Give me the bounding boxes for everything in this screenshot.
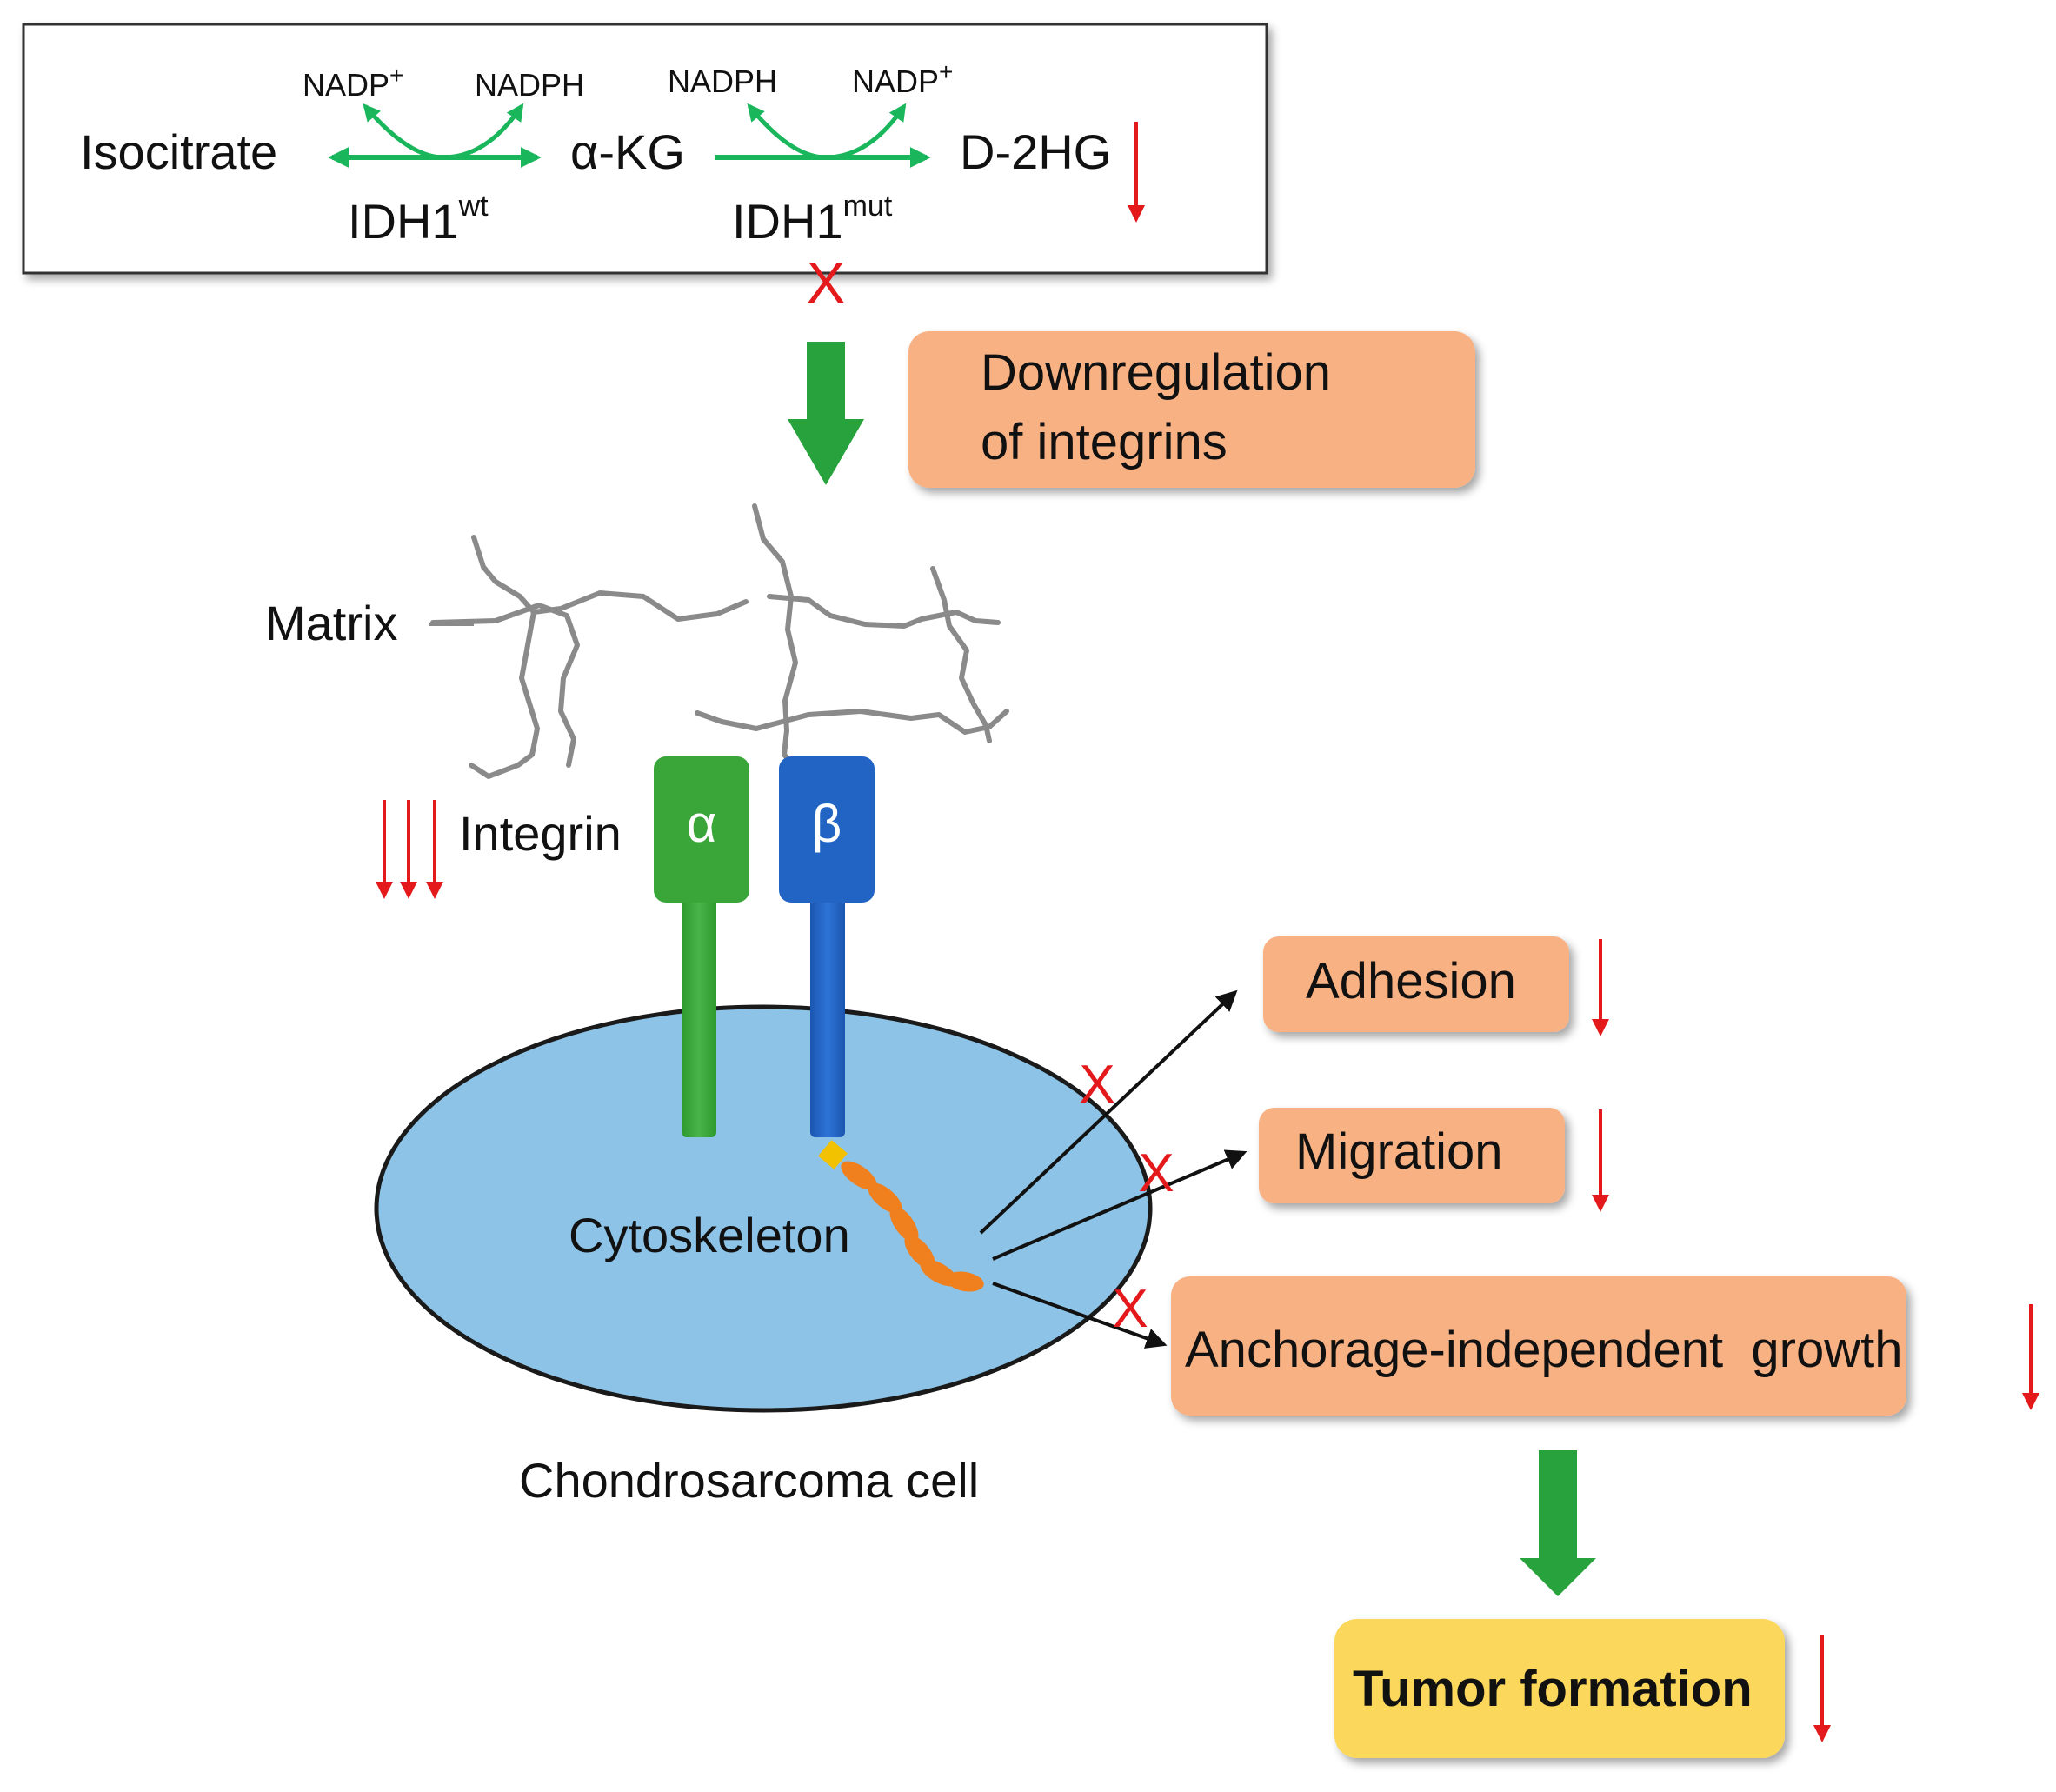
tumor-formation-label: Tumor formation bbox=[1353, 1661, 1753, 1717]
integrin-alpha-head bbox=[654, 756, 749, 903]
idh1-mut-label: IDH1mut bbox=[732, 190, 893, 249]
nadph-left: NADPH bbox=[475, 67, 584, 103]
adhesion-label: Adhesion bbox=[1306, 953, 1516, 1009]
alpha-kg-label: α-KG bbox=[570, 124, 685, 179]
chondrosarcoma-cell-label: Chondrosarcoma cell bbox=[519, 1453, 979, 1508]
idh1-wt-label: IDH1wt bbox=[348, 190, 489, 249]
tumor-formation-box bbox=[1334, 1619, 1785, 1758]
integrin-label: Integrin bbox=[459, 806, 622, 861]
cofactor-curve-right bbox=[747, 103, 907, 160]
matrix-label: Matrix bbox=[265, 596, 397, 650]
integrin-alpha-stalk bbox=[682, 896, 716, 1137]
block-mark-adhesion: X bbox=[1079, 1055, 1114, 1115]
block-mark-anchorage: X bbox=[1112, 1279, 1148, 1339]
block-mark-top: X bbox=[807, 250, 845, 315]
integrin-beta-stalk bbox=[810, 896, 845, 1137]
chondrosarcoma-cell bbox=[374, 1004, 1153, 1413]
nadp-plus-right: NADP+ bbox=[852, 58, 953, 99]
adhesion-box bbox=[1263, 936, 1569, 1032]
isocitrate-label: Isocitrate bbox=[80, 124, 277, 179]
cytoskeleton-chain bbox=[818, 1140, 984, 1292]
integrin-decrease-arrows bbox=[376, 800, 443, 899]
block-mark-migration: X bbox=[1138, 1143, 1174, 1203]
migration-label: Migration bbox=[1295, 1123, 1503, 1180]
integrin-alpha-symbol: α bbox=[687, 795, 717, 853]
arrow-to-migration bbox=[992, 1149, 1248, 1261]
downregulation-line1: Downregulation bbox=[981, 344, 1331, 401]
nadph-right: NADPH bbox=[668, 63, 777, 99]
arrow-to-anchorage bbox=[992, 1282, 1168, 1349]
integrin-beta-head bbox=[779, 756, 875, 903]
downregulation-line2: of integrins bbox=[981, 414, 1228, 470]
big-arrow-downregulation bbox=[788, 342, 864, 485]
migration-box bbox=[1259, 1108, 1565, 1203]
anchorage-box bbox=[1171, 1276, 1906, 1416]
reaction-box bbox=[22, 23, 1268, 275]
matrix-fibers bbox=[430, 503, 1009, 779]
d2hg-label: D-2HG bbox=[960, 124, 1111, 179]
integrin-beta-symbol: β bbox=[812, 795, 842, 853]
downregulation-box bbox=[908, 331, 1475, 488]
arrow-to-adhesion bbox=[979, 989, 1238, 1235]
big-arrow-tumor bbox=[1520, 1450, 1596, 1596]
anchorage-label: Anchorage-independent growth bbox=[1185, 1322, 1902, 1378]
nadp-plus-left: NADP+ bbox=[303, 62, 403, 103]
cytoskeleton-label: Cytoskeleton bbox=[569, 1208, 850, 1262]
cofactor-curve-left bbox=[363, 103, 524, 160]
